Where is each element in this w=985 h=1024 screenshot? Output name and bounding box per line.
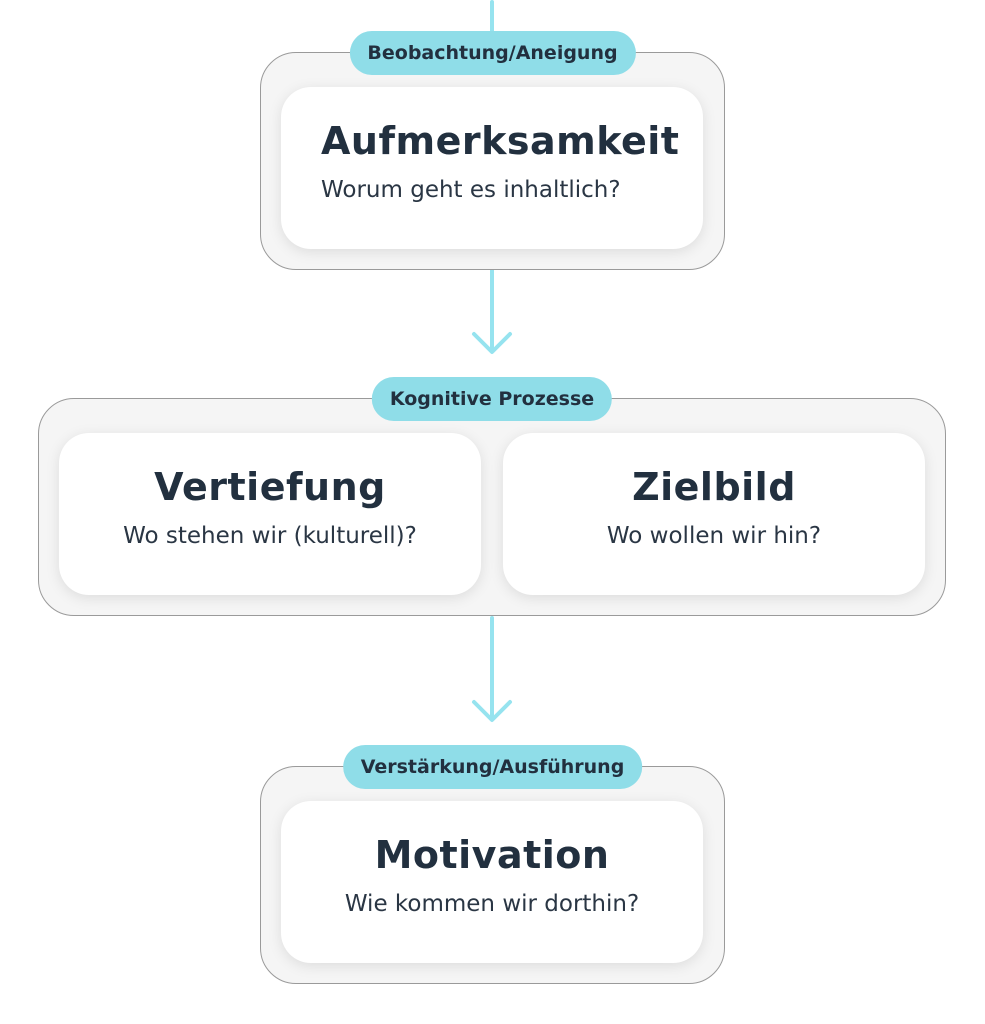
card-deepening: Vertiefung Wo stehen wir (kulturell)? [59, 433, 481, 595]
card-target-image: Zielbild Wo wollen wir hin? [503, 433, 925, 595]
group-label-observation: Beobachtung/Aneigung [349, 31, 636, 75]
group-reinforcement: Verstärkung/Ausführung Motivation Wie ko… [260, 745, 725, 984]
card-question-motivation: Wie kommen wir dorthin? [344, 891, 640, 917]
card-question-target-image: Wo wollen wir hin? [606, 523, 822, 549]
chevron-down-icon [472, 332, 512, 354]
chevron-down-icon [472, 700, 512, 722]
group-cognitive: Kognitive Prozesse Vertiefung Wo stehen … [38, 377, 946, 616]
card-title-target-image: Zielbild [632, 465, 796, 509]
group-observation: Beobachtung/Aneigung Aufmerksamkeit Woru… [260, 31, 725, 270]
card-question-attention: Worum geht es inhaltlich? [321, 177, 621, 203]
card-motivation: Motivation Wie kommen wir dorthin? [281, 801, 703, 963]
card-title-motivation: Motivation [374, 833, 610, 877]
group-label-reinforcement: Verstärkung/Ausführung [342, 745, 643, 789]
card-question-deepening: Wo stehen wir (kulturell)? [123, 523, 417, 549]
card-title-attention: Aufmerksamkeit [321, 119, 680, 163]
card-title-deepening: Vertiefung [154, 465, 386, 509]
connector-2 [490, 616, 494, 720]
group-label-cognitive: Kognitive Prozesse [371, 377, 613, 421]
connector-1 [490, 250, 494, 350]
card-attention: Aufmerksamkeit Worum geht es inhaltlich? [281, 87, 703, 249]
